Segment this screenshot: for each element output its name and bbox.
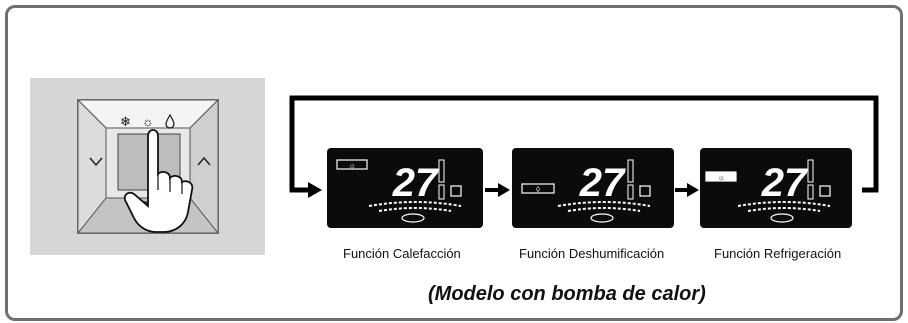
display-heating: ☼ 27 [327, 148, 483, 228]
airflow-bars [557, 201, 651, 207]
display-cooling: ☼ 27 [700, 148, 852, 228]
level-bar [438, 159, 445, 183]
temperature-readout: 27 [579, 161, 626, 205]
mode-icon: ☼ [717, 173, 724, 182]
heat-icon: ☼ [142, 114, 154, 129]
mode-icon: ☼ [348, 161, 355, 170]
caption-cooling: Función Refrigeración [714, 246, 842, 261]
arrow-2-head-icon [687, 183, 699, 197]
mode-icon: ◊ [536, 185, 540, 194]
remote-panel: ❄ ☼ [30, 78, 265, 255]
dry-icon [165, 113, 175, 129]
arrow-1-head-icon [498, 183, 510, 197]
fan-speed-icon [770, 213, 794, 223]
mode-indicator [705, 171, 737, 182]
loop-arrowhead-icon [308, 182, 322, 198]
level-bar [807, 159, 814, 183]
display-dehumidify: ◊ 27 [512, 148, 674, 228]
cool-icon: ❄ [120, 114, 131, 129]
airflow-bars-2 [567, 207, 641, 212]
level-bar-low [807, 184, 814, 200]
airflow-bars [737, 201, 831, 207]
loop-connector [289, 95, 879, 193]
mode-indicator [336, 159, 368, 170]
mode-indicator [521, 183, 555, 194]
temperature-readout: 27 [392, 161, 439, 205]
temperature-readout: 27 [761, 161, 808, 205]
model-note: (Modelo con bomba de calor) [428, 283, 706, 305]
level-bar [627, 159, 634, 183]
up-arrow-icon [197, 156, 211, 166]
keypad-left-bevel [77, 98, 107, 235]
airflow-bars-2 [378, 207, 452, 212]
hand-knuckles [157, 174, 183, 194]
airflow-bars-2 [747, 207, 821, 212]
airflow-bars [368, 201, 462, 207]
fan-speed-icon [401, 213, 425, 223]
level-bar-low [627, 184, 634, 200]
caption-heating: Función Calefacción [343, 246, 461, 261]
fan-speed-icon [590, 213, 614, 223]
caption-dehumidify: Función Deshumificación [519, 246, 665, 261]
level-bar-low [438, 184, 445, 200]
remote-illustration: ❄ ☼ [76, 98, 220, 235]
fan-box-icon [450, 185, 462, 197]
down-arrow-icon [89, 157, 103, 167]
fan-box-icon [639, 185, 651, 197]
fan-box-icon [819, 185, 831, 197]
